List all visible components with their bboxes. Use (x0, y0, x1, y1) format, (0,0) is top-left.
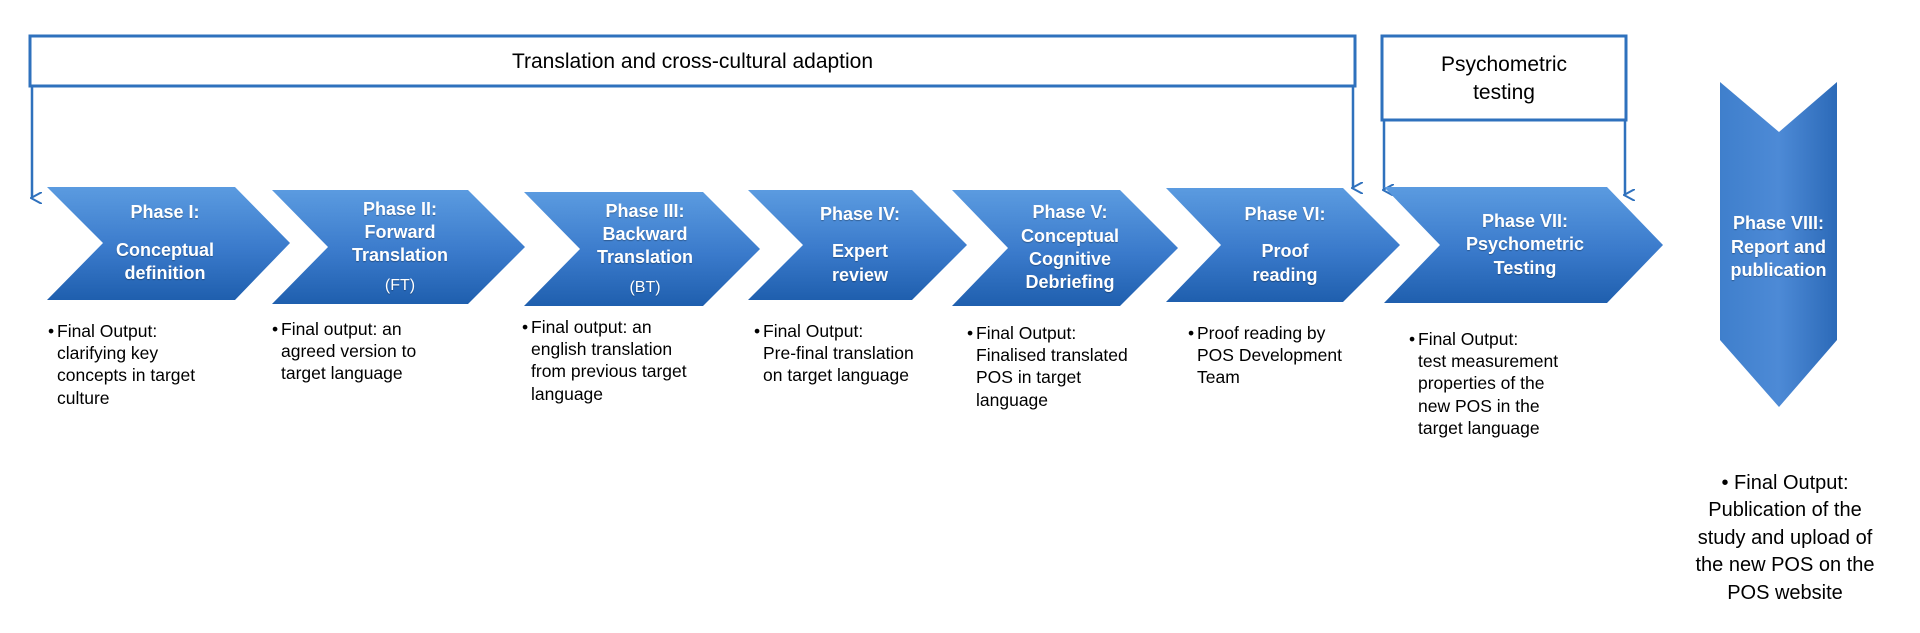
phase-8-output-line-2: Publication of the (1708, 499, 1862, 522)
phase-3-label: Phase III: Backward Translation (BT) (570, 192, 720, 306)
phase-2-line-3: Translation (351, 245, 449, 266)
phase-3-output-line-1: Final output: an (531, 317, 652, 337)
phase-4-title: Phase IV: (819, 203, 901, 224)
phase-8-line-2: Report and (1730, 236, 1826, 257)
phase-6-line-3: reading (1252, 264, 1318, 285)
phase-4-output: • Final Output: Pre-final translation on… (754, 320, 963, 387)
phase-8-label: Phase VIII: Report and publication (1720, 200, 1837, 295)
phase-5-output-line-4: language (976, 389, 1049, 410)
phase-5-label: Phase V: Conceptual Cognitive Debriefing (1000, 190, 1140, 306)
phase-8-output-line-5: POS website (1727, 581, 1843, 604)
phase-3-output-line-2: english translation (531, 339, 673, 360)
psychometric-title-line-1: Psychometric (1440, 52, 1568, 76)
phase-8-chevron (1720, 82, 1837, 407)
phase-1-line-2: Conceptual (115, 239, 214, 260)
phase-7-output-line-3: properties of the (1418, 373, 1545, 394)
phase-2-line-2: Forward (364, 221, 436, 242)
phase-5-line-4: Debriefing (1025, 272, 1115, 293)
phase-2-output: • Final output: an agreed version to tar… (272, 318, 481, 385)
phase-7-output-line-1: Final Output: (1418, 329, 1519, 349)
phase-7-output: • Final Output: test measurement propert… (1409, 328, 1618, 439)
phase-1-output-line-1: Final Output: (57, 321, 158, 341)
phase-7-output-line-4: new POS in the (1418, 395, 1540, 416)
phase-6-output-line-3: Team (1197, 367, 1240, 388)
phase-8-output: • Final Output: Publication of the study… (1665, 470, 1905, 607)
phase-3-output-line-4: language (531, 383, 604, 404)
translation-banner-frame (28, 34, 1357, 88)
phase-8-line-3: publication (1730, 260, 1827, 281)
phase-5-output-line-1: Final Output: (976, 323, 1077, 343)
phase-5-output-line-3: POS in target (976, 367, 1082, 388)
phase-6-label: Phase VI: Proof reading (1215, 188, 1355, 302)
phase-8-output-line-3: study and upload of (1697, 526, 1873, 549)
phase-6-line-2: Proof (1261, 241, 1309, 262)
phase-1-output-line-2: clarifying key (57, 343, 159, 364)
phase-8-output-line-1: • Final Output: (1665, 470, 1905, 497)
phase-5-output-line-2: Finalised translated (976, 345, 1128, 366)
phase-6-output-line-1: Proof reading by (1197, 323, 1326, 343)
phase-1-line-3: definition (124, 263, 206, 284)
phase-1-output-line-4: culture (57, 387, 110, 408)
phase-3-line-3: Translation (596, 247, 694, 268)
phase-4-line-2: Expert (831, 241, 889, 262)
phase-2-output-line-1: Final output: an (281, 319, 402, 339)
phase-8-output-line-1-text: Final Output: (1734, 472, 1849, 494)
phase-5-title: Phase V: (1032, 202, 1108, 223)
phase-8-output-bullet: • (1721, 472, 1729, 494)
phase-3-output: • Final output: an english translation f… (522, 316, 751, 405)
phase-3-output-line-3: from previous target (531, 361, 687, 382)
phase-5-line-2: Conceptual (1020, 225, 1119, 246)
phase-2-output-line-3: target language (281, 363, 403, 384)
phase-3-line-4: (BT) (629, 278, 661, 296)
translation-banner-title: Translation and cross-cultural adaption (511, 49, 874, 73)
phase-3-line-2: Backward (602, 223, 688, 244)
phase-5-output: • Final Output: Finalised translated POS… (967, 322, 1176, 411)
phase-6-chevron (1166, 188, 1400, 302)
phase-2-output-line-2: agreed version to (281, 341, 417, 362)
phase-7-label: Phase VII: Psychometric Testing (1440, 187, 1610, 303)
phase-6-title: Phase VI: (1244, 203, 1326, 224)
phase-6-output-line-2: POS Development (1197, 345, 1342, 366)
phase-7-output-line-2: test measurement (1418, 351, 1559, 372)
phase-4-label: Phase IV: Expert review (795, 190, 925, 300)
phase-1-chevron (47, 187, 290, 300)
phase-1-label: Phase I: Conceptual definition (90, 187, 240, 300)
phase-8-title: Phase VIII: (1732, 213, 1825, 234)
phase-4-output-line-3: on target language (763, 365, 909, 386)
phase-7-line-2: Psychometric (1465, 234, 1585, 255)
psychometric-title-line-2: testing (1473, 81, 1535, 104)
phase-8-output-line-4: the new POS on the (1695, 554, 1875, 577)
phase-2-line-4: (FT) (384, 276, 416, 294)
phase-7-title: Phase VII: (1481, 210, 1569, 231)
phase-1-output: • Final Output: clarifying key concepts … (48, 320, 257, 409)
psychometric-banner-title: Psychometric testing (1382, 38, 1626, 120)
phase-4-chevron (748, 190, 967, 300)
phase-6-output: • Proof reading by POS Development Team (1188, 322, 1397, 389)
phase-4-output-line-1: Final Output: (763, 321, 864, 341)
phase-5-chevron (952, 190, 1178, 306)
phase-5-line-3: Cognitive (1028, 249, 1111, 269)
phase-1-output-line-3: concepts in target (57, 365, 196, 386)
phase-3-title: Phase III: (605, 200, 685, 221)
phase-2-title: Phase II: (362, 198, 438, 219)
phase-2-chevron (272, 190, 525, 304)
phase-7-output-line-5: target language (1418, 417, 1540, 438)
phase-4-line-3: review (831, 264, 889, 285)
phase-4-output-line-2: Pre-final translation (763, 343, 914, 364)
phase-2-label: Phase II: Forward Translation (FT) (320, 190, 480, 304)
psychometric-banner-frame (1380, 34, 1628, 122)
phase-1-title: Phase I: (130, 202, 200, 223)
phase-8-chevron-notch (1720, 82, 1837, 132)
phase-7-line-3: Testing (1493, 257, 1557, 278)
phase-3-chevron (524, 192, 760, 306)
phase-7-chevron (1384, 187, 1663, 303)
